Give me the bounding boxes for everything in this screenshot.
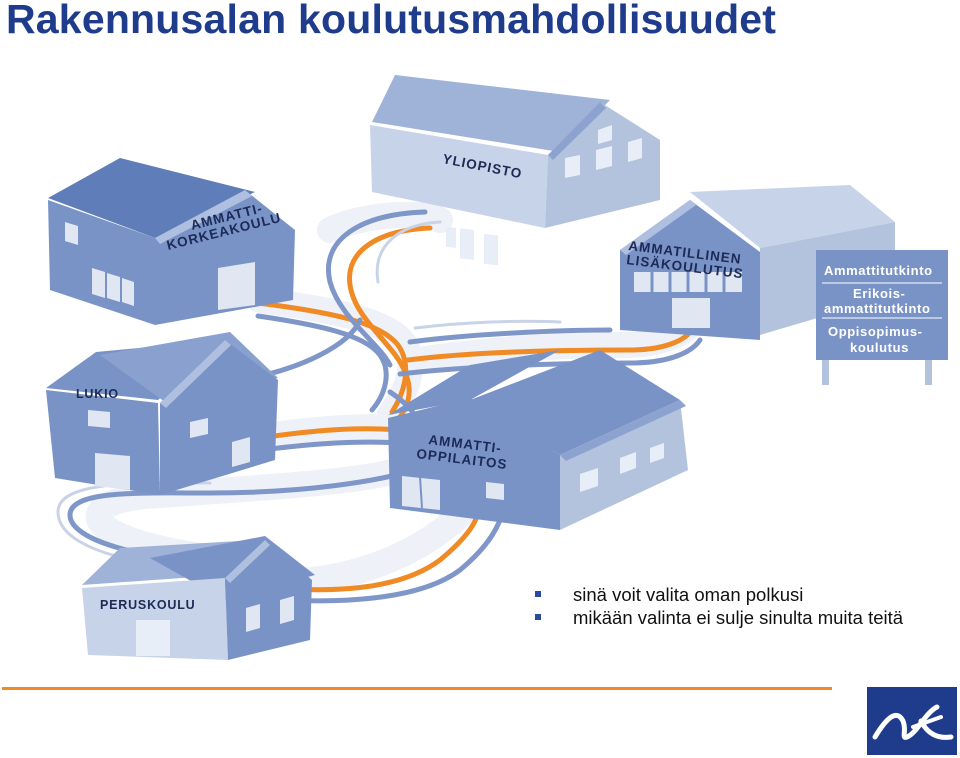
building-ammattikorkeakoulu: AMMATTI- KORKEAKOULU [48,158,295,325]
path-peruskoulu-lukio [67,465,423,566]
bullet-item: mikään valinta ei sulje sinulta muita te… [535,606,903,629]
label-peruskoulu: PERUSKOULU [100,598,196,612]
building-peruskoulu: PERUSKOULU [82,536,315,660]
label-lukio: LUKIO [76,387,119,401]
education-paths-diagram: YLIOPISTO AMMATTI- KORKEAKOULU AMMATILLI… [46,75,948,660]
sign-oppisopimus-line2: koulutus [850,340,909,355]
bullet-text: sinä voit valita oman polkusi [573,584,804,605]
organization-logo [867,687,957,755]
sign-ammattitutkinto: Ammattitutkinto [824,263,933,278]
path-yliopisto-crossing [347,225,433,423]
sign-oppisopimus-line1: Oppisopimus- [828,324,923,339]
footer-divider [2,687,832,690]
bullet-list: sinä voit valita oman polkusi mikään val… [535,583,903,629]
path-crossing-lisakoulutus [405,327,695,363]
bullet-square-icon [535,591,541,597]
path-amk-crossing [255,300,409,415]
building-yliopisto: YLIOPISTO [370,75,660,266]
building-lukio: LUKIO [46,332,278,495]
bullet-square-icon [535,614,541,620]
bullet-item: sinä voit valita oman polkusi [535,583,903,606]
building-ammattioppilaitos: AMMATTI- OPPILAITOS [388,350,688,530]
bullet-text: mikään valinta ei sulje sinulta muita te… [573,607,904,628]
page-title: Rakennusalan koulutusmahdollisuudet [6,0,777,42]
sign-erikois-line1: Erikois- [853,286,905,301]
sign-erikois-line2: ammattitutkinto [824,301,931,316]
qualifications-sign: Ammattitutkinto Erikois- ammattitutkinto… [816,250,948,385]
